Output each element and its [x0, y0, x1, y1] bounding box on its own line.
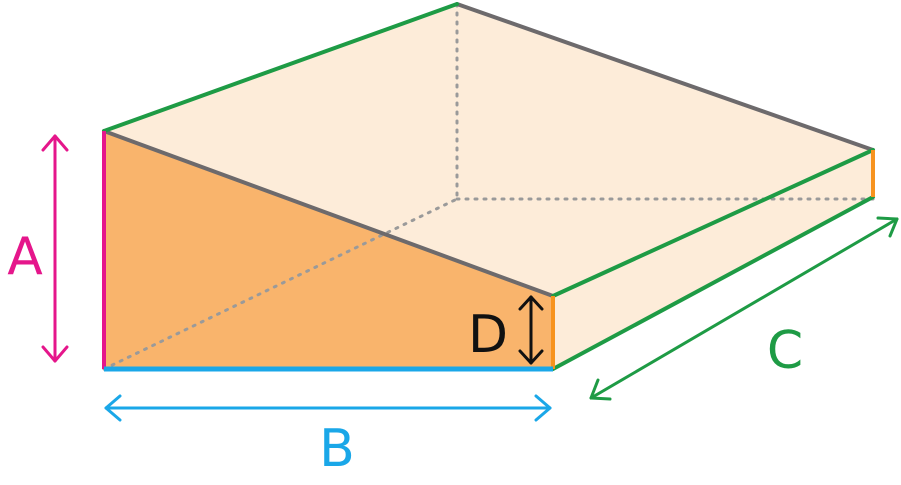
dimension-arrow-a	[41, 134, 69, 363]
label-b: B	[319, 419, 355, 479]
top-right-edge	[551, 148, 875, 298]
bottom-right-edge	[551, 195, 875, 371]
hidden-edges	[102, 2, 875, 371]
front-triangle-face	[104, 131, 553, 369]
dimension-arrow-c	[589, 216, 899, 401]
orange-edges	[551, 150, 875, 369]
label-c: C	[767, 321, 803, 381]
label-a: A	[7, 227, 43, 287]
dimension-arrow-d	[518, 295, 544, 365]
top-face	[104, 4, 873, 296]
dimension-arrow-b	[104, 394, 552, 422]
hidden-edge-diagonal	[102, 197, 459, 371]
top-left-edge	[102, 2, 459, 133]
top-back-edge	[455, 2, 875, 152]
label-d: D	[468, 305, 508, 365]
gray-edges	[102, 2, 875, 298]
back-end-face	[553, 150, 873, 369]
green-edges	[102, 2, 875, 371]
slope-front-edge	[102, 129, 555, 298]
